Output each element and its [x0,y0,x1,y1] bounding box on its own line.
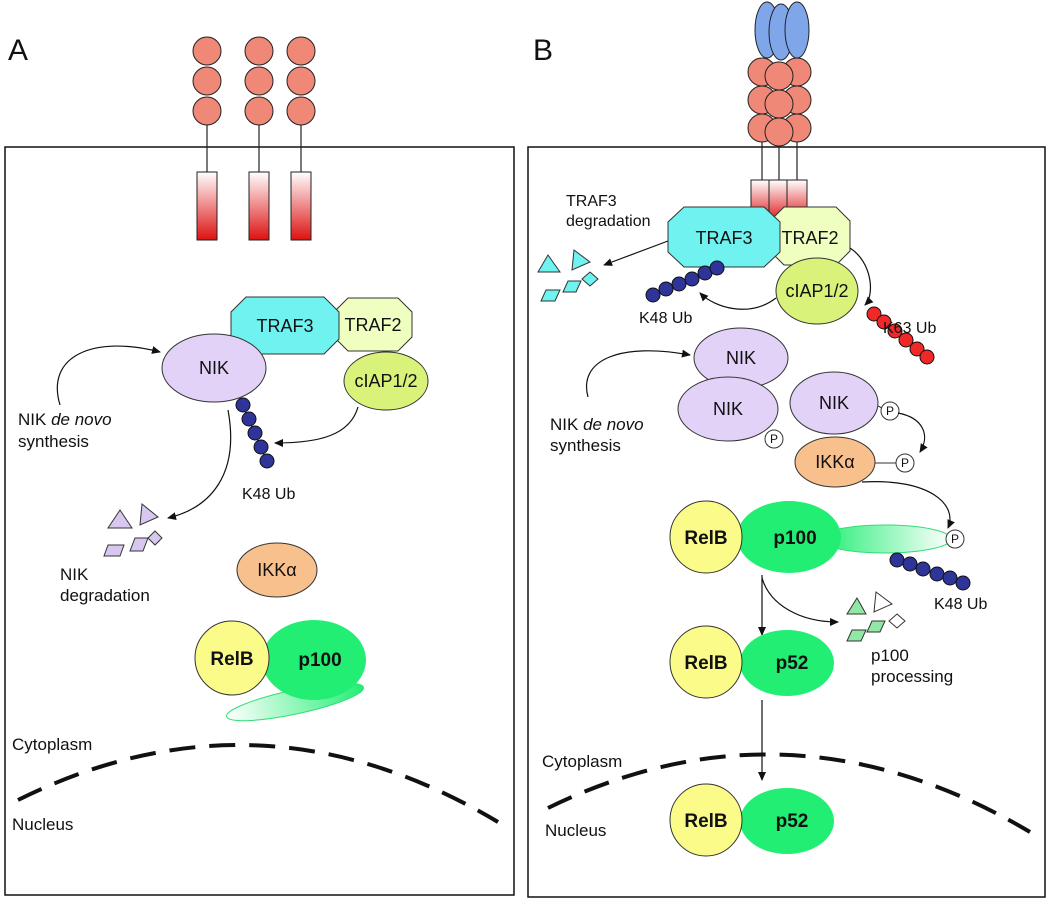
cytoplasm-label-b: Cytoplasm [542,752,622,771]
nuclear-membrane-a [17,743,500,824]
phospho-label: P [951,532,959,546]
arrow-traf2-to-k63-b [849,247,874,306]
receptor-a2 [244,36,274,241]
arrow-ciap-to-k48-b [699,292,777,310]
k63-ub-chain-b [866,306,935,365]
ciap-b: cIAP1/2 [775,257,859,325]
phospho-ikka-b: P [875,453,915,473]
traf2-label-a: TRAF2 [344,315,401,335]
panel-a-label: A [8,34,28,67]
phospho-label: P [901,456,909,470]
receptor-a1 [192,36,222,241]
traf2-b: TRAF2 [769,206,851,266]
p100-fragments-b [846,591,906,642]
phospho-nik-right-b: P [877,401,900,421]
phospho-label: P [770,432,778,446]
nik-label-a: NIK [199,358,229,378]
nik-right-b: NIK [789,371,879,435]
p52-label-b2: p52 [776,811,809,832]
traf3-fragments-b [537,249,599,302]
panel-a: A TRAF2 [4,34,515,896]
nik-top-b: NIK [693,327,789,389]
relb-label-a: RelB [210,649,253,670]
nik-left-b: NIK [677,376,779,442]
traf3-label-b: TRAF3 [695,228,752,248]
k48-ub-chain-a [235,397,275,469]
relb-p100-a: RelB p100 [194,620,366,722]
arrow-degradation-a [167,409,232,521]
traf3-b: TRAF3 [667,206,781,268]
ikka-b: IKKα [794,436,876,488]
cytoplasm-label-a: Cytoplasm [12,735,92,754]
arrow-traf3-degradation-b [603,240,669,266]
ikka-label-a: IKKα [257,560,296,580]
relb-p52-nucleus-b: RelB p52 [669,783,834,857]
receptor-cluster-b [747,1,812,223]
panel-b-label: B [533,34,553,67]
k48-bottom-label-b: K48 Ub [934,596,987,613]
nik-synthesis-label-b2: synthesis [550,436,621,455]
relb-label-b3: RelB [684,811,727,832]
nucleus-label-a: Nucleus [12,815,73,834]
nuclear-membrane-b [547,752,1032,834]
arrow-synthesis-a [56,345,161,406]
k63-label-b: K63 Ub [883,320,936,337]
nucleus-label-b: Nucleus [545,821,606,840]
nik-synthesis-label-a: NIK de novo [18,410,112,429]
k48-ub-chain-top-b [645,260,725,303]
nik-top-label-b: NIK [726,348,756,368]
arrow-synthesis-b [586,349,691,398]
nik-synthesis-label-a2: synthesis [18,432,89,451]
ciap-label-b: cIAP1/2 [785,281,848,301]
p100-label-b: p100 [773,528,816,549]
nik-left-label-b: NIK [713,399,743,419]
relb-label-b1: RelB [684,528,727,549]
ciap-label-a: cIAP1/2 [354,371,417,391]
ciap-a: cIAP1/2 [343,351,429,411]
traf2-a: TRAF2 [333,297,413,352]
p100-processing-label-b: p100 [871,646,909,665]
k48-top-label-b: K48 Ub [639,310,692,327]
nik-a: NIK [161,333,267,403]
arrow-ikka-to-p100-b [861,481,955,529]
ikka-a: IKKα [236,542,318,598]
p100-processing-label-b2: processing [871,667,953,686]
k48-ub-chain-bottom-b [889,552,971,591]
arrow-ciap-to-ub-a [274,406,359,447]
arrow-nik-to-ikka-b [897,412,928,453]
traf3-label-a: TRAF3 [256,316,313,336]
traf3-a: TRAF3 [230,296,340,355]
relb-p52-cyto-b: RelB p52 [669,625,834,699]
nik-fragments-a [103,503,163,557]
arrow-processing-b [761,577,839,626]
phospho-label: P [886,404,894,418]
nik-degradation-label-a: NIK [60,565,89,584]
phospho-p100-b: P [945,529,965,549]
p52-label-b1: p52 [776,653,809,674]
traf2-label-b: TRAF2 [781,228,838,248]
ikka-label-b: IKKα [815,452,854,472]
panel-b: B TRAF2 [527,1,1046,898]
cell-boundary-b [527,146,1046,898]
relb-p100-b: RelB p100 [669,500,952,574]
traf3-degradation-label-b2: degradation [566,213,651,230]
nik-right-label-b: NIK [819,393,849,413]
cell-boundary-a [4,146,515,896]
phospho-nik-left-b: P [764,429,784,449]
traf3-degradation-label-b: TRAF3 [566,193,617,210]
relb-label-b2: RelB [684,653,727,674]
k48-label-a: K48 Ub [242,486,295,503]
nik-degradation-label-a2: degradation [60,586,150,605]
receptor-a3 [286,36,316,241]
nik-synthesis-label-b: NIK de novo [550,415,644,434]
p100-label-a: p100 [298,650,341,671]
